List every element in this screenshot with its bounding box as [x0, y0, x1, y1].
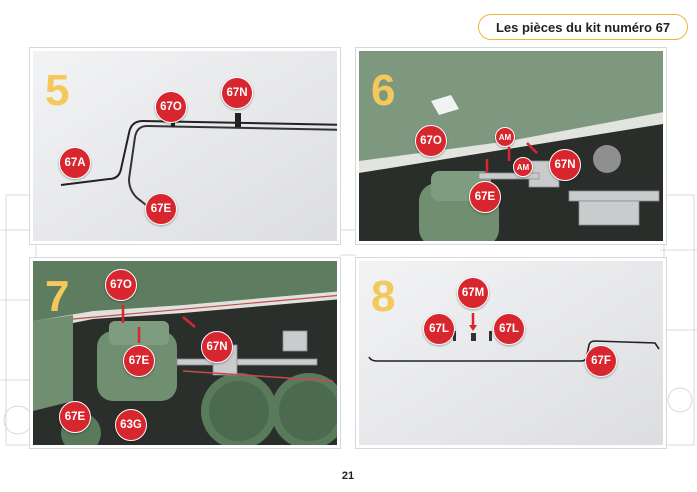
step-7-photo: [33, 261, 337, 445]
step-number: 8: [371, 272, 396, 321]
part-label-badge: 67O: [105, 269, 137, 301]
part-label-badge: 67N: [221, 77, 253, 109]
step-number: 6: [371, 66, 396, 115]
part-label-badge: 67L: [493, 313, 525, 345]
kit-parts-title: Les pièces du kit numéro 67: [478, 14, 688, 40]
step-8-panel: 8 67M 67L 67L 67F: [356, 258, 666, 448]
part-label-badge: AM: [513, 157, 533, 177]
step-number: 5: [45, 66, 70, 115]
step-6-panel: 6 67O AM AM 67N 67E: [356, 48, 666, 244]
step-number: 7: [45, 272, 70, 321]
part-label-badge: 67N: [549, 149, 581, 181]
part-label-badge: 67E: [123, 345, 155, 377]
page-number: 21: [341, 470, 355, 482]
part-label-badge: 67A: [59, 147, 91, 179]
step-6-photo: [359, 51, 663, 241]
step-5-panel: 5 67O 67N 67A 67E: [30, 48, 340, 244]
part-label-badge: 67N: [201, 331, 233, 363]
part-label-badge: 67E: [59, 401, 91, 433]
part-label-badge: 67M: [457, 277, 489, 309]
part-label-badge: 67O: [415, 125, 447, 157]
step-7-panel: 7 67O 67E 67N 67E 63G: [30, 258, 340, 448]
part-label-badge: 67F: [585, 345, 617, 377]
step-8-photo: [359, 261, 663, 445]
step-5-photo: [33, 51, 337, 241]
part-label-badge: AM: [495, 127, 515, 147]
part-label-badge: 67E: [145, 193, 177, 225]
part-label-badge: 67E: [469, 181, 501, 213]
part-label-badge: 67L: [423, 313, 455, 345]
part-label-badge: 63G: [115, 409, 147, 441]
part-label-badge: 67O: [155, 91, 187, 123]
